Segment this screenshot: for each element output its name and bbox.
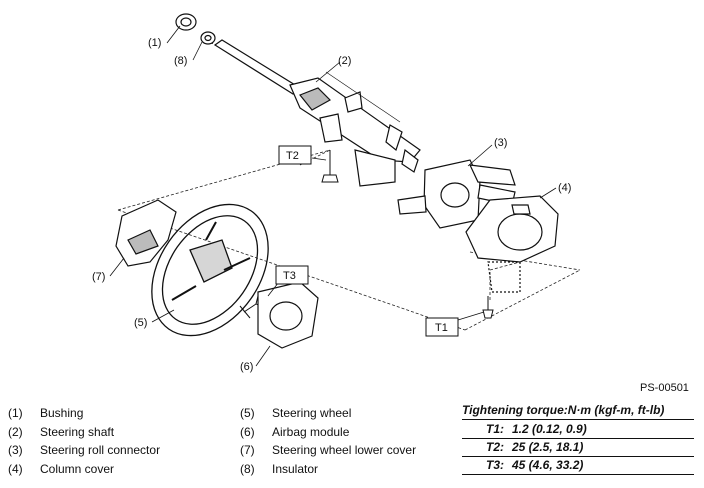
callout-leader-lines xyxy=(109,25,557,367)
torque-box-t3: T3 xyxy=(275,265,309,285)
callout-8: (8) xyxy=(174,55,187,67)
bushing-part xyxy=(175,13,197,31)
torque-key: T3: xyxy=(486,458,504,472)
exploded-view-diagram: (1) (8) (2) (3) (4) (7) (5) (6) T2 T3 T1 xyxy=(92,13,581,373)
torque-table-title: Tightening torque:N·m (kgf-m, ft-lb) xyxy=(462,403,694,420)
torque-box-t2: T2 xyxy=(278,145,312,165)
legend-label: Column cover xyxy=(40,461,115,476)
screw-t1 xyxy=(482,296,494,319)
legend-label: Insulator xyxy=(272,461,319,476)
torque-key: T1: xyxy=(486,422,504,436)
torque-box-t3-label: T3 xyxy=(283,270,296,282)
column-cover-part xyxy=(465,195,559,293)
callout-6: (6) xyxy=(240,361,253,373)
legend-label: Bushing xyxy=(40,406,84,420)
torque-value: 25 (2.5, 18.1) xyxy=(512,440,584,454)
legend-number: (2) xyxy=(8,424,23,439)
legend-label: Steering shaft xyxy=(40,424,115,439)
bolt-t2 xyxy=(321,150,339,183)
callout-4: (4) xyxy=(558,182,571,194)
legend-item: (1) Bushing xyxy=(8,404,160,423)
legend-label: Steering wheel xyxy=(272,406,352,420)
legend-item: (5) Steering wheel xyxy=(240,404,416,423)
torque-box-t2-label: T2 xyxy=(286,150,299,162)
legend-number: (3) xyxy=(8,443,23,457)
callout-7: (7) xyxy=(92,271,105,283)
torque-box-t1-label: T1 xyxy=(435,322,448,334)
torque-table: Tightening torque:N·m (kgf-m, ft-lb) T1:… xyxy=(462,403,694,475)
legend-item: (8) Insulator xyxy=(240,460,416,479)
legend-label: Airbag module xyxy=(272,424,350,439)
legend-column-left: (1) Bushing (2) Steering shaft (3) Steering… xyxy=(8,404,160,478)
torque-row: T1: 1.2 (0.12, 0.9) xyxy=(462,421,694,439)
legend-label: Steering wheel lower cover xyxy=(272,443,417,457)
steering-wheel-lower-cover-part xyxy=(115,199,177,267)
legend-number: (8) xyxy=(240,461,255,476)
legend-number: (7) xyxy=(240,443,255,457)
callout-2: (2) xyxy=(338,55,351,67)
airbag-module-part xyxy=(257,281,319,349)
legend-column-right: (5) Steering wheel (6) Airbag module (7) St… xyxy=(240,404,416,478)
legend-number: (4) xyxy=(8,461,23,476)
steering-wheel-part xyxy=(151,203,269,337)
legend-number: (6) xyxy=(240,424,255,439)
legend-number: (1) xyxy=(8,406,23,420)
legend-item: (4) Column cover xyxy=(8,460,160,479)
insulator-part xyxy=(200,31,216,45)
torque-key: T2: xyxy=(486,440,504,454)
callout-1: (1) xyxy=(148,37,161,49)
torque-box-t1: T1 xyxy=(425,317,459,337)
legend-label: Steering roll connector xyxy=(40,443,161,457)
torque-value: 1.2 (0.12, 0.9) xyxy=(512,422,587,436)
torque-value: 45 (4.6, 33.2) xyxy=(512,458,584,472)
legend-item: (3) Steering roll connector xyxy=(8,441,160,460)
legend-item: (7) Steering wheel lower cover xyxy=(240,441,416,460)
callout-3: (3) xyxy=(494,137,507,149)
steering-shaft-part xyxy=(213,39,421,187)
figure-code: PS-00501 xyxy=(640,382,689,394)
legend-item: (2) Steering shaft xyxy=(8,423,160,442)
torque-row: T3: 45 (4.6, 33.2) xyxy=(462,457,694,475)
torque-row: T2: 25 (2.5, 18.1) xyxy=(462,439,694,457)
legend-item: (6) Airbag module xyxy=(240,423,416,442)
callout-5: (5) xyxy=(134,317,147,329)
steering-roll-connector-part xyxy=(397,159,516,229)
assembly-guide-lines xyxy=(117,41,581,331)
legend-number: (5) xyxy=(240,406,255,420)
